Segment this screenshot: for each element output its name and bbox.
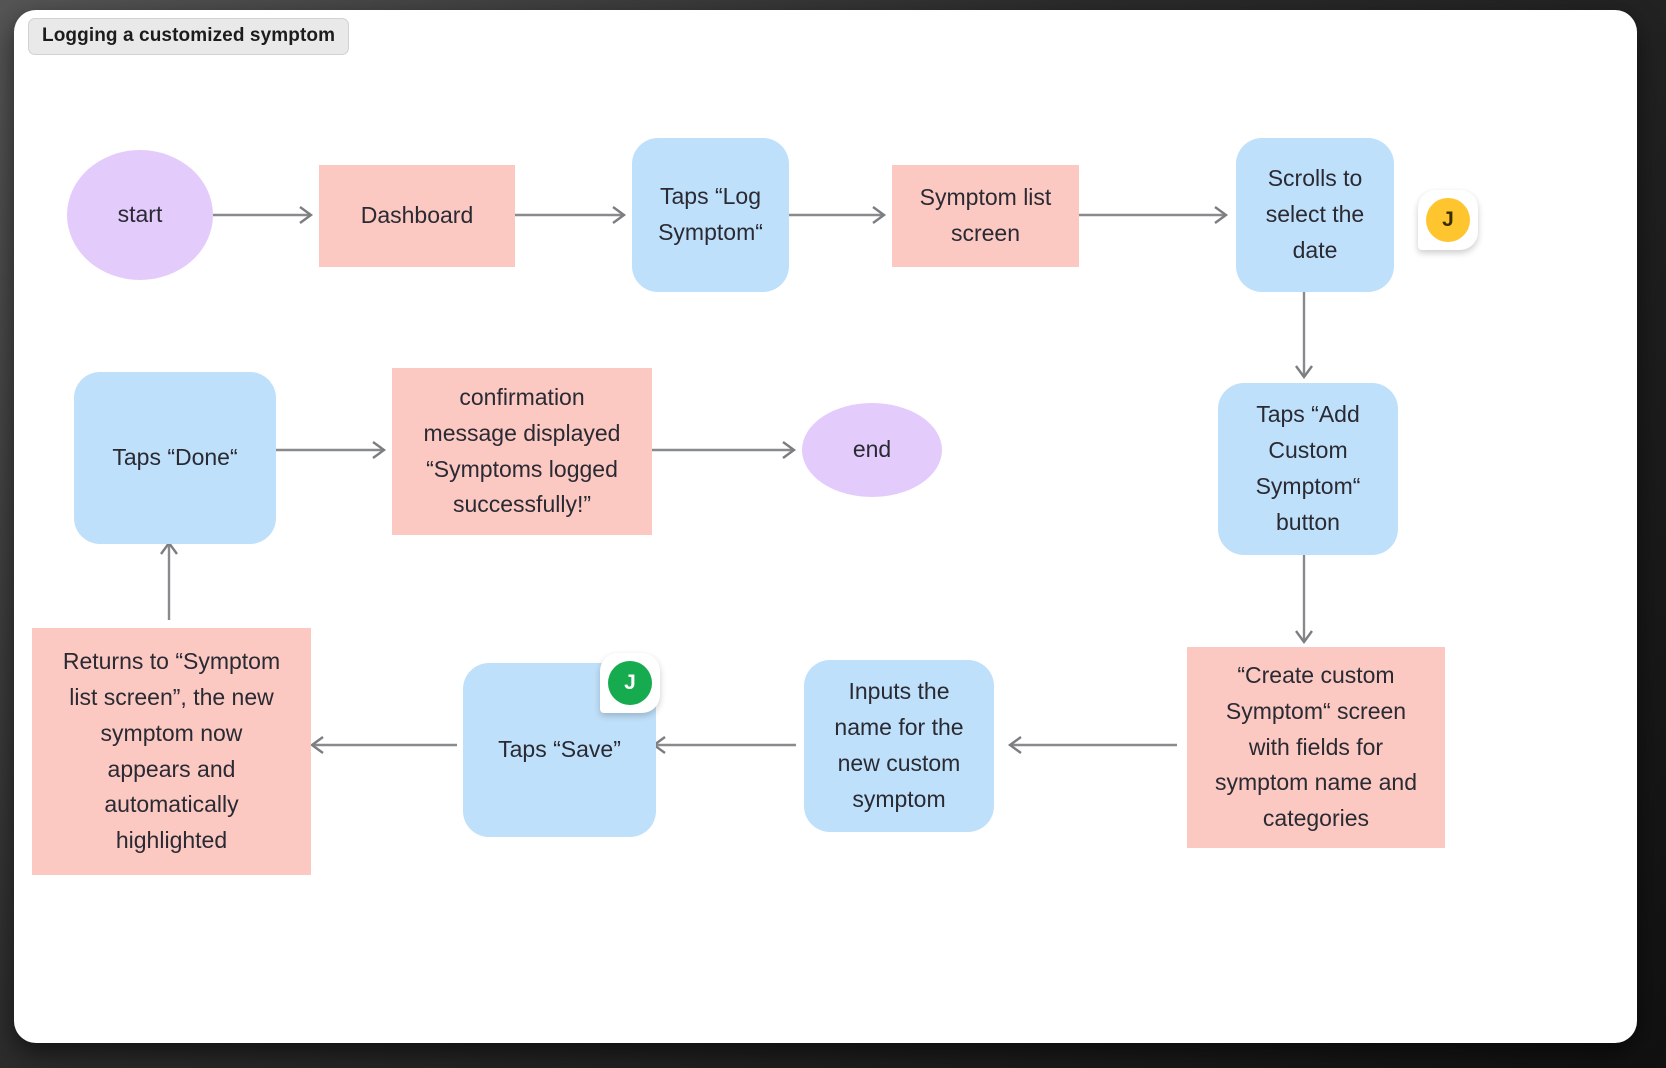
edge-scroll-date-to-add-custom xyxy=(1295,290,1313,380)
node-create-screen[interactable]: “Create custom Symptom“ screen with fiel… xyxy=(1187,647,1445,848)
node-start-label: start xyxy=(117,201,163,228)
node-scroll-date-label: Scrolls to select the date xyxy=(1265,165,1365,263)
node-taps-done-label: Taps “Done“ xyxy=(112,444,238,471)
diagram-canvas[interactable]: Logging a customized symptom xyxy=(14,10,1637,1043)
node-log-symptom[interactable]: Taps “Log Symptom“ xyxy=(632,138,789,292)
presence-badge-taps-save[interactable]: J xyxy=(600,653,660,713)
node-confirmation-label: confirmation message displayed “Symptoms… xyxy=(423,383,621,518)
edge-taps-done-to-confirmation xyxy=(276,441,387,459)
avatar-initial-green: J xyxy=(608,661,652,705)
edge-create-screen-to-input-name xyxy=(1007,736,1177,754)
avatar-initial-green-letter: J xyxy=(624,671,636,694)
node-confirmation[interactable]: confirmation message displayed “Symptoms… xyxy=(392,368,652,535)
node-input-name-label: Inputs the name for the new custom sympt… xyxy=(834,678,964,812)
edge-returns-list-to-taps-done xyxy=(160,540,178,620)
node-add-custom-label: Taps “Add Custom Symptom“ button xyxy=(1255,401,1361,535)
node-dashboard[interactable]: Dashboard xyxy=(319,165,515,267)
presence-badge-scroll-date[interactable]: J xyxy=(1418,190,1478,250)
node-dashboard-label: Dashboard xyxy=(360,202,474,229)
node-symptom-list-label: Symptom list screen xyxy=(919,184,1052,246)
edge-taps-save-to-returns-list xyxy=(309,736,457,754)
node-log-symptom-label: Taps “Log Symptom“ xyxy=(658,183,763,245)
node-start[interactable]: start xyxy=(67,150,213,280)
node-returns-list-label: Returns to “Symptom list screen”, the ne… xyxy=(62,647,281,854)
edge-log-symptom-to-symptom-list xyxy=(789,206,887,224)
page-title: Logging a customized symptom xyxy=(28,18,350,55)
avatar-initial-yellow-letter: J xyxy=(1442,208,1454,231)
node-returns-list[interactable]: Returns to “Symptom list screen”, the ne… xyxy=(32,628,311,875)
node-input-name[interactable]: Inputs the name for the new custom sympt… xyxy=(804,660,994,832)
node-create-screen-label: “Create custom Symptom“ screen with fiel… xyxy=(1215,661,1417,832)
edge-input-name-to-taps-save xyxy=(651,736,796,754)
edge-add-custom-to-create-screen xyxy=(1295,555,1313,645)
edge-confirmation-to-end xyxy=(652,441,797,459)
edge-symptom-list-to-scroll-date xyxy=(1079,206,1229,224)
node-add-custom[interactable]: Taps “Add Custom Symptom“ button xyxy=(1218,383,1398,555)
node-symptom-list[interactable]: Symptom list screen xyxy=(892,165,1079,267)
node-end[interactable]: end xyxy=(802,403,942,497)
node-taps-save-label: Taps “Save” xyxy=(498,736,621,763)
avatar-initial-yellow: J xyxy=(1426,198,1470,242)
edge-start-to-dashboard xyxy=(213,206,314,224)
edge-dashboard-to-log-symptom xyxy=(515,206,627,224)
node-scroll-date[interactable]: Scrolls to select the date xyxy=(1236,138,1394,292)
node-taps-done[interactable]: Taps “Done“ xyxy=(74,372,276,544)
node-end-label: end xyxy=(852,436,892,463)
